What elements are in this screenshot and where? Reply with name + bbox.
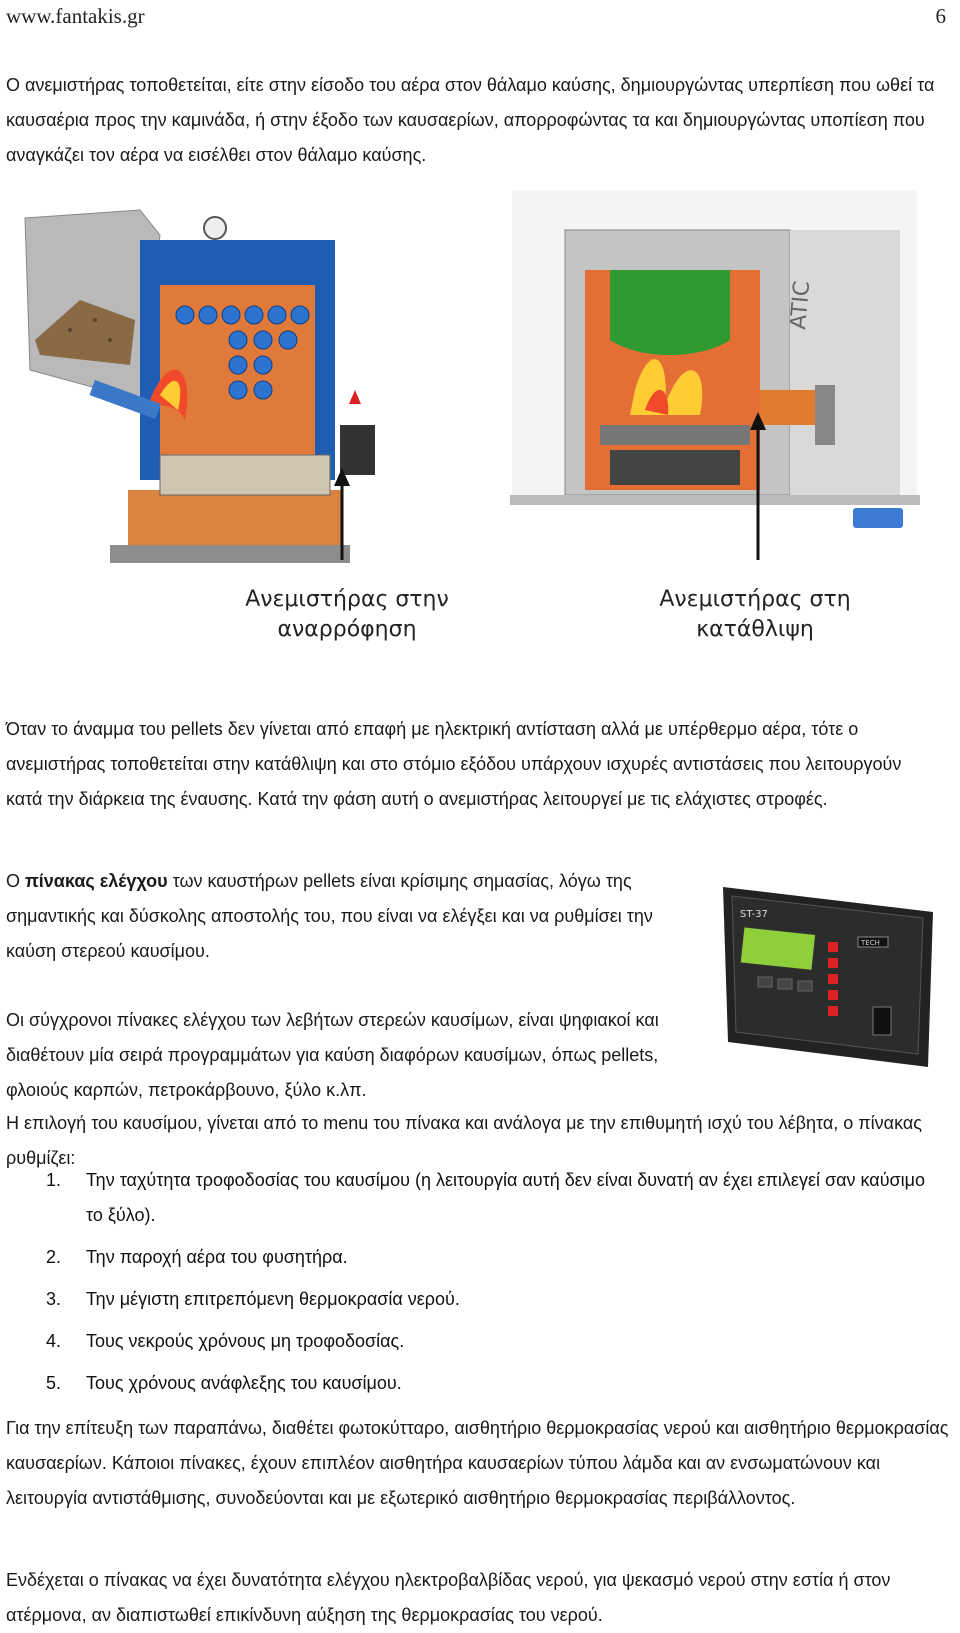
- boiler-suction-illustration: [24, 209, 375, 563]
- label-suction-line1: Ανεμιστήρας στην: [245, 587, 449, 612]
- modern-panels-paragraph: Οι σύγχρονοι πίνακες ελέγχου των λεβήτων…: [6, 1010, 659, 1100]
- panel-model: ST-37: [740, 909, 768, 920]
- logo-text: ATIC: [786, 280, 815, 331]
- panel-prefix: Ο: [6, 871, 26, 891]
- list-item: 1.Την ταχύτητα τροφοδοσίας του καυσίμου …: [46, 1170, 926, 1225]
- ignition-paragraph: Όταν το άναμμα του pellets δεν γίνεται α…: [6, 719, 902, 809]
- list-item: 4.Τους νεκρούς χρόνους μη τροφοδοσίας.: [46, 1331, 405, 1351]
- settings-list: 1.Την ταχύτητα τροφοδοσίας του καυσίμου …: [46, 1163, 946, 1408]
- right-arrow: [750, 412, 766, 560]
- list-item: 2.Την παροχή αέρα του φυσητήρα.: [46, 1247, 348, 1267]
- valve-paragraph: Ενδέχεται ο πίνακας να έχει δυνατότητα ε…: [6, 1570, 891, 1625]
- boiler-figure: ATIC Ανεμιστήρας στην αναρρόφηση Ανεμιστ…: [10, 190, 950, 670]
- panel-rest-text: των καυστήρων pellets είναι κρίσιμης σημ…: [6, 871, 653, 961]
- list-item: 3.Την μέγιστη επιτρεπόμενη θερμοκρασία ν…: [46, 1289, 460, 1309]
- label-suction-line2: αναρρόφηση: [277, 617, 416, 642]
- panel-bold-term: πίνακας ελέγχου: [25, 871, 168, 891]
- list-item: 5.Τους χρόνους ανάφλεξης του καυσίμου.: [46, 1373, 402, 1393]
- site-url[interactable]: www.fantakis.gr: [6, 4, 145, 28]
- left-arrow: [334, 468, 350, 560]
- label-pressure-line1: Ανεμιστήρας στη: [659, 587, 850, 612]
- control-panel-paragraph: Ο πίνακας ελέγχου των καυστήρων pellets …: [6, 864, 666, 969]
- page-header: www.fantakis.gr 6: [0, 0, 960, 34]
- page-number: 6: [935, 4, 947, 28]
- fuel-selection-paragraph: Η επιλογή του καυσίμου, γίνεται από το m…: [6, 1113, 922, 1168]
- label-pressure-line2: κατάθλιψη: [696, 617, 814, 642]
- control-panel-image: ST-37 TECH: [718, 882, 938, 1067]
- sensors-paragraph: Για την επίτευξη των παραπάνω, διαθέτει …: [6, 1418, 949, 1508]
- panel-brand: TECH: [860, 939, 880, 947]
- boiler-pressure-illustration: ATIC: [510, 190, 920, 528]
- intro-paragraph: Ο ανεμιστήρας τοποθετείται, είτε στην εί…: [6, 75, 935, 165]
